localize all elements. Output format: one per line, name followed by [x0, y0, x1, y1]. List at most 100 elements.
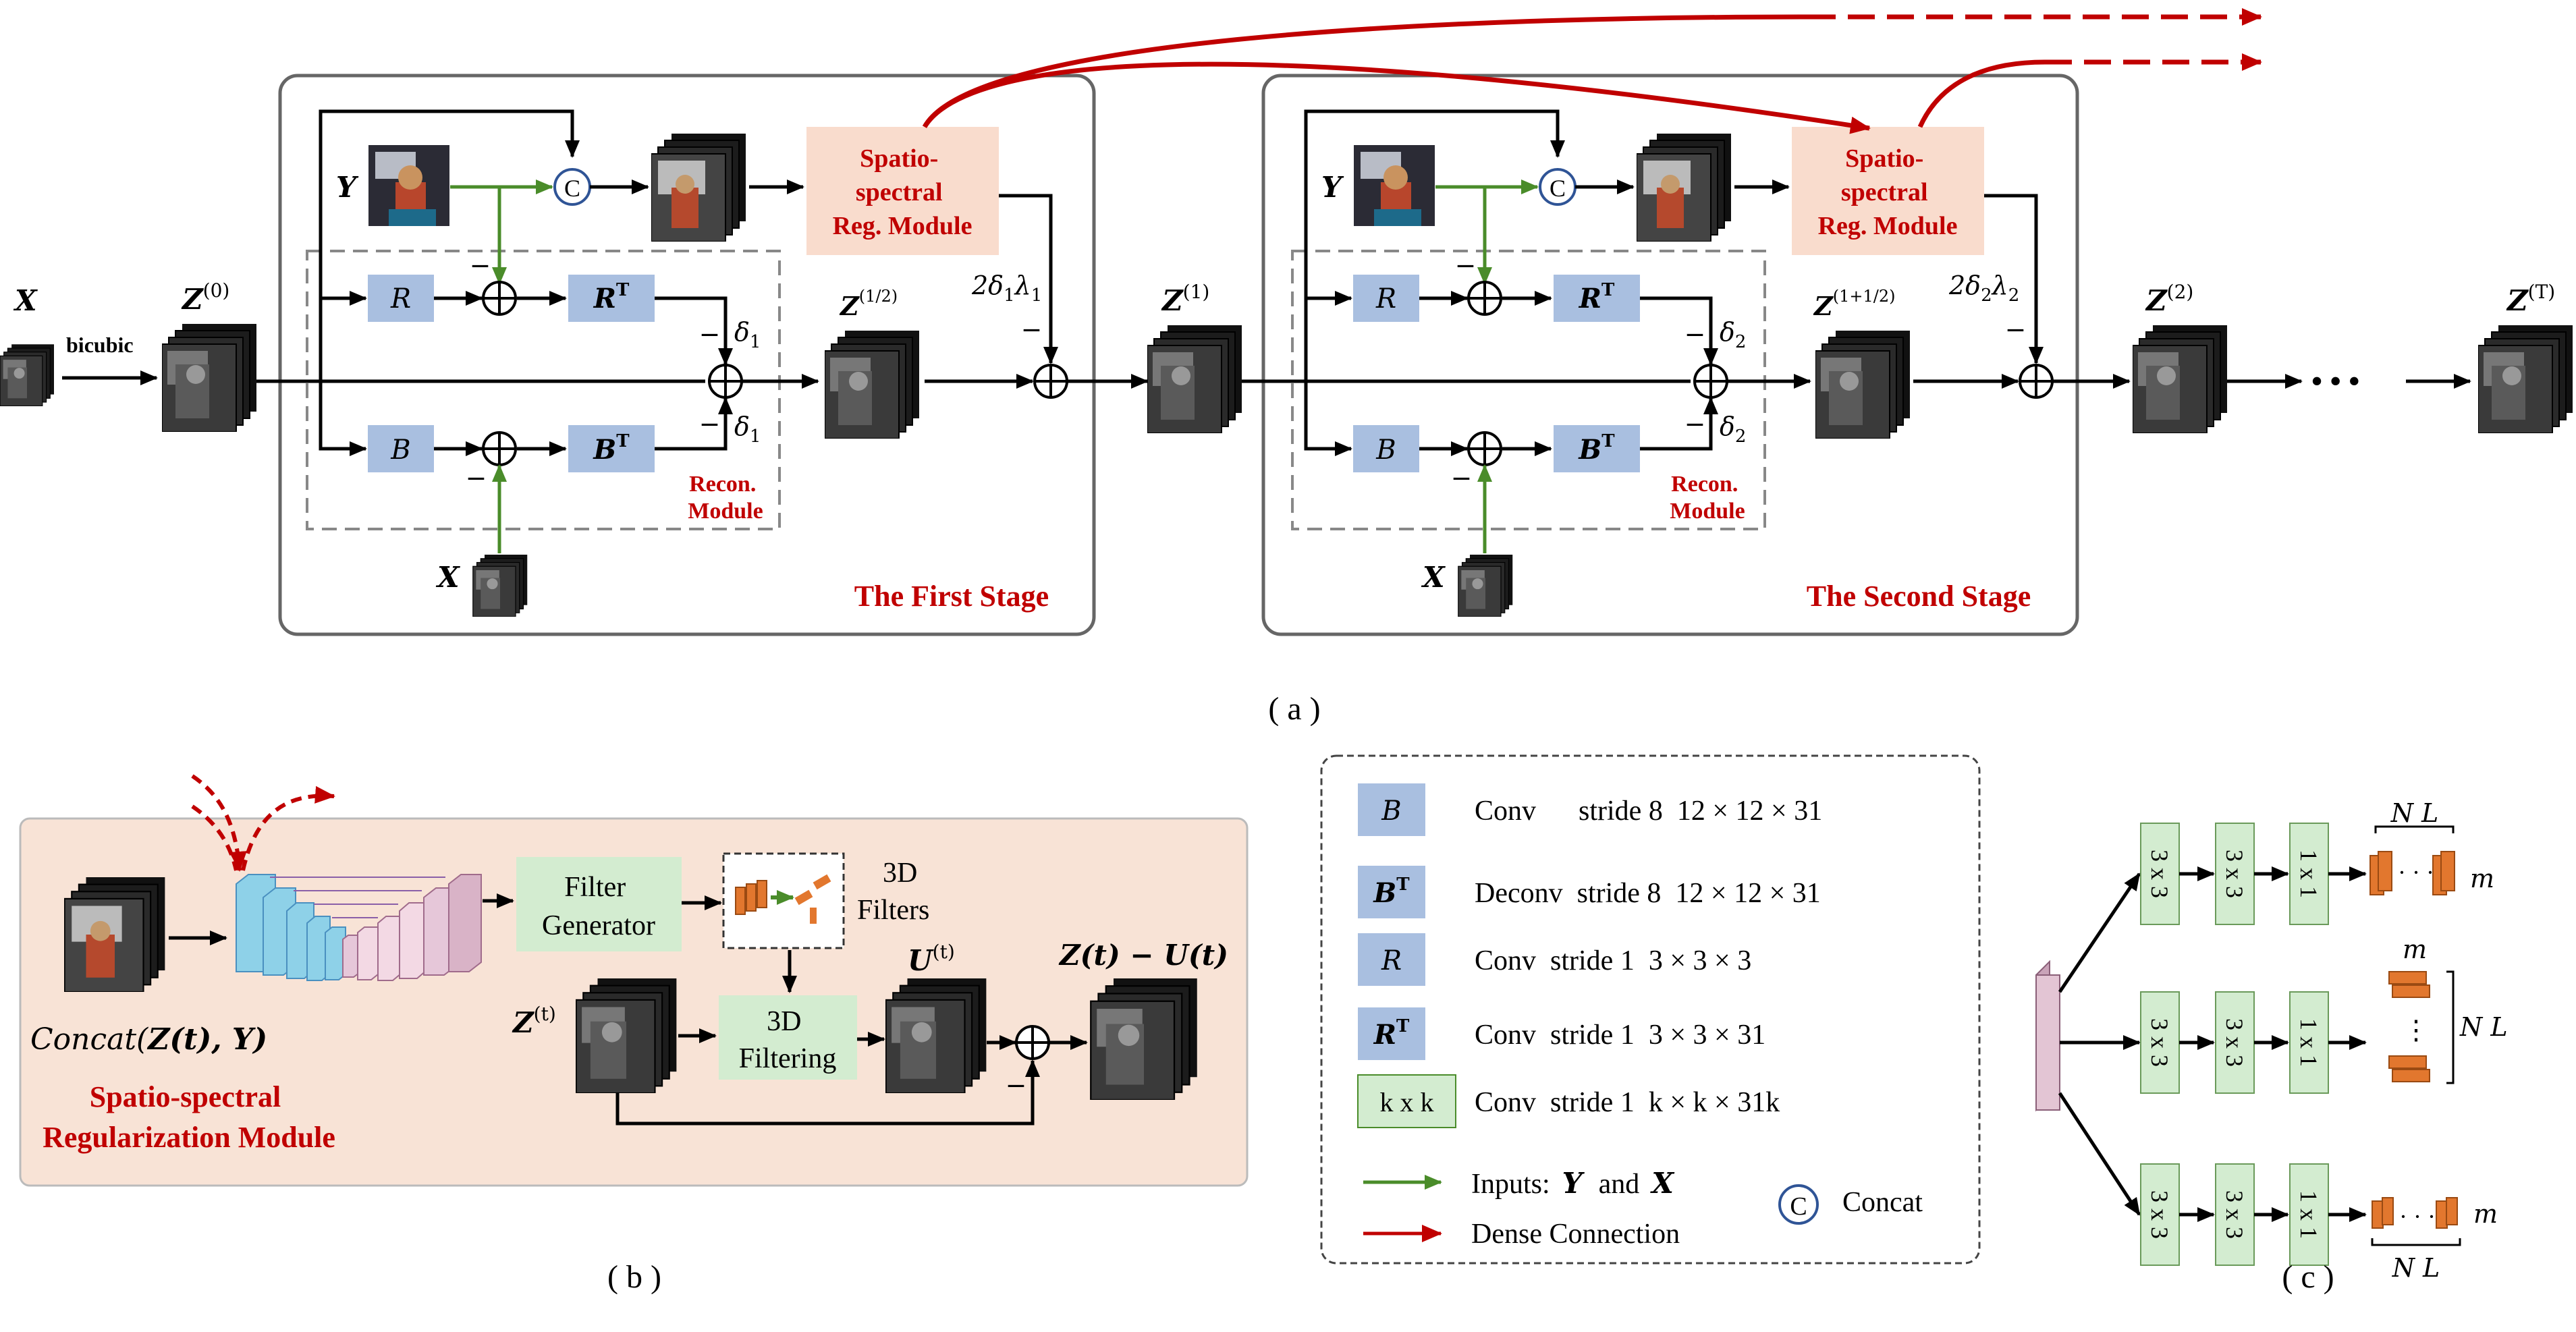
block-bt-2-label: BT	[1578, 431, 1615, 466]
block-rt-1	[568, 275, 655, 322]
conv-block-1-1	[2215, 991, 2255, 1094]
dense-in-arc-1	[191, 774, 247, 872]
nl-bracket-mid	[2446, 970, 2455, 1084]
filter-glyph	[2440, 851, 2455, 891]
diff-label: Z(t) − U(t)	[1058, 939, 1228, 972]
reg-module-1	[806, 127, 999, 255]
legend-key-0	[1358, 783, 1425, 836]
block-b-2-label: B	[1375, 435, 1396, 466]
conv-label-2-0: 3 x 3	[2146, 1190, 2173, 1239]
conv-label-2-2: 1 x 1	[2295, 1190, 2322, 1239]
block-r-1-label: R	[390, 283, 411, 314]
ellipsis: • • •	[2311, 364, 2359, 398]
legend-desc-2: Conv stride 1 3 × 3 × 3	[1475, 945, 1751, 976]
legend-key-label-2: R	[1381, 945, 1402, 976]
minus-r-1: –	[472, 246, 489, 280]
block-bt-1	[568, 425, 655, 472]
stage1-box	[278, 74, 1096, 636]
concat-input-image	[64, 877, 165, 992]
conv-label-0-0: 3 x 3	[2146, 850, 2173, 898]
filter-glyph	[2392, 1069, 2430, 1082]
conv-block-0-1	[2215, 823, 2255, 925]
minus-b-panel: –	[1008, 1065, 1024, 1100]
block-bt-2	[1554, 425, 1640, 472]
delta1-top: δ1	[734, 317, 761, 352]
conv-block-1-2	[2289, 991, 2329, 1094]
caption-b: ( b )	[607, 1259, 661, 1295]
x-label-2: X	[1421, 561, 1446, 594]
filter-dots-mid: ⋮	[2403, 1015, 2430, 1045]
conv-label-1-2: 1 x 1	[2295, 1018, 2322, 1067]
legend: B Conv stride 8 12 × 12 × 31 BT Deconv stri…	[1320, 754, 1981, 1265]
z-t-label: Z(t)	[512, 1003, 556, 1039]
legend-desc-1: Deconv stride 8 12 × 12 × 31	[1475, 878, 1821, 909]
nl-label-bot: N L	[2392, 1253, 2440, 1283]
legend-key-1	[1358, 866, 1425, 918]
z-t-image	[576, 978, 677, 1093]
nl-label-mid: N L	[2459, 1012, 2508, 1042]
rt-to-sum-1	[655, 296, 733, 366]
caption-a: ( a )	[1268, 691, 1320, 727]
z1-label: Z(1)	[1161, 281, 1209, 317]
bt-to-sum-2	[1640, 397, 1718, 451]
z0-label: Z(0)	[181, 279, 229, 316]
legend-key-3	[1358, 1007, 1425, 1060]
u-t-image	[885, 978, 987, 1093]
z-1half-label: Z(1+1/2)	[1813, 287, 1895, 321]
b-branch-in-2	[1304, 381, 1352, 456]
z1-image	[1147, 325, 1242, 433]
legend-key-label-4: k x k	[1380, 1087, 1434, 1117]
dense-arc-3	[1917, 59, 2046, 128]
filter-glyph	[2446, 1197, 2458, 1225]
z-to-concat-2	[1304, 109, 1565, 381]
y-image-1	[368, 145, 449, 226]
concat-feature-2	[1637, 134, 1731, 242]
recon-box-2	[1291, 250, 1766, 530]
conv-label-0-1: 3 x 3	[2221, 850, 2248, 898]
legend-key-label-1: BT	[1373, 875, 1410, 909]
delta2-top: δ2	[1720, 317, 1746, 352]
m-label-mid: m	[2403, 935, 2427, 964]
filtering-3d	[719, 995, 857, 1080]
block-rt-1-label: RT	[593, 280, 630, 314]
y-image-2	[1354, 145, 1435, 226]
legend-concat-text: Concat	[1842, 1187, 1923, 1218]
legend-key-4	[1357, 1074, 1456, 1128]
block-r-2-label: R	[1375, 283, 1396, 314]
block-rt-2	[1554, 275, 1640, 322]
x-label-1: X	[435, 561, 460, 594]
y-label-2: Y	[1321, 171, 1344, 204]
block-bt-1-label: BT	[593, 431, 630, 466]
input-x-image	[0, 344, 54, 406]
dense-in-arc-2	[191, 804, 238, 871]
z2-label: Z(2)	[2145, 281, 2193, 317]
dense-arc-2	[922, 14, 1809, 128]
stage2-title: The Second Stage	[1807, 580, 2031, 613]
block-b-2	[1353, 425, 1419, 472]
dense-out-arc	[241, 785, 335, 871]
reg-module-2-label: Spatio- spectral Reg. Module	[1818, 144, 1958, 240]
reg-to-sum-1	[999, 194, 1058, 364]
filter-glyph	[2378, 851, 2392, 891]
filter-dots-bot: · · ·	[2399, 1203, 2436, 1230]
stage2-box	[1261, 74, 2079, 636]
minus-recon-2b: –	[1687, 404, 1703, 439]
concat-formula: Concat(Z(t), Y)	[30, 1022, 267, 1057]
caption-c: ( c )	[2282, 1259, 2334, 1295]
z-1half-image	[1815, 331, 1910, 439]
block-r-2	[1353, 275, 1419, 322]
m-label-bot: m	[2473, 1199, 2498, 1229]
reg-module-1-label: Spatio- spectral Reg. Module	[833, 144, 972, 240]
legend-rows: B Conv stride 8 12 × 12 × 31 BT Deconv stri…	[1357, 783, 1822, 1128]
y-label-1: Y	[336, 171, 359, 204]
b-branch-in-1	[319, 381, 367, 456]
legend-box	[1320, 754, 1981, 1265]
legend-key-label-0: B	[1381, 796, 1401, 827]
z-to-concat-1	[319, 109, 580, 381]
filter-glyph	[2372, 1200, 2384, 1229]
filter-glyph	[2388, 971, 2427, 984]
concat-feature-1	[651, 134, 746, 242]
legend-desc-0: Conv stride 8 12 × 12 × 31	[1475, 796, 1822, 827]
nl-label-top: N L	[2390, 798, 2439, 828]
